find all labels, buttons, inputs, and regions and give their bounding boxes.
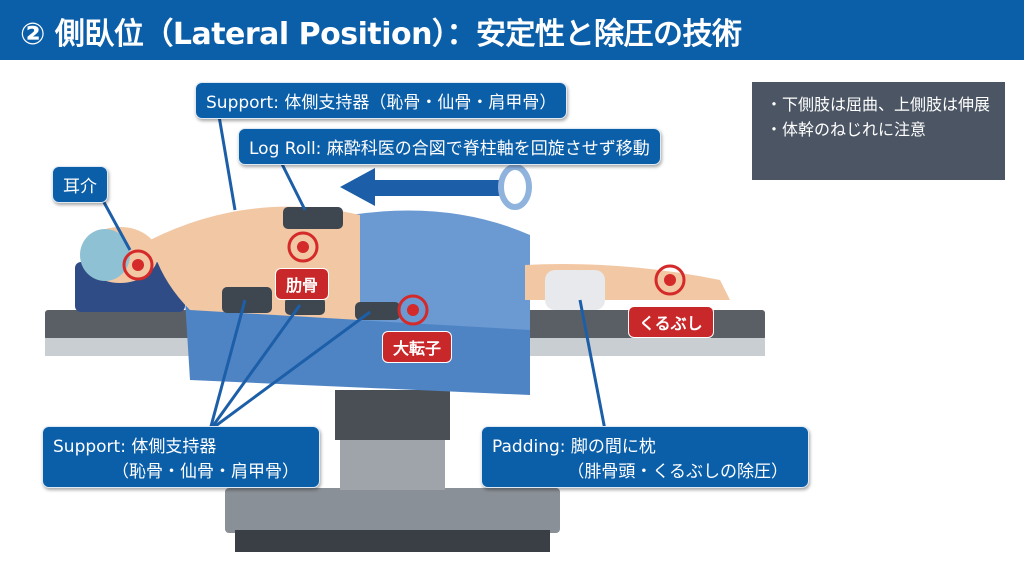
callout-support-bottom-line2: （恥骨・仙骨・肩甲骨） xyxy=(112,462,299,482)
callout-padding-line1: Padding: 脚の間に枕 xyxy=(492,437,656,457)
callout-log-roll: Log Roll: 麻酔科医の合図で脊柱軸を回旋させず移動 xyxy=(238,128,661,165)
callout-padding: Padding: 脚の間に枕 （腓骨頭・くるぶしの除圧） xyxy=(481,426,809,488)
log-roll-arrow xyxy=(340,168,500,206)
note-item: ・体幹のねじれに注意 xyxy=(766,120,927,139)
pressure-markers xyxy=(122,231,686,326)
callout-support-top: Support: 体側支持器（恥骨・仙骨・肩甲骨） xyxy=(195,82,568,119)
callout-support-bottom: Support: 体側支持器 （恥骨・仙骨・肩甲骨） xyxy=(42,426,320,488)
leader-lines xyxy=(98,109,607,432)
callout-ear: 耳介 xyxy=(52,166,108,203)
label-trochanter: 大転子 xyxy=(382,331,453,363)
leg-pillow xyxy=(545,270,605,310)
label-ankle: くるぶし xyxy=(628,306,714,338)
label-rib: 肋骨 xyxy=(275,268,330,300)
support-chest xyxy=(283,207,343,229)
page-title: ② 側臥位（Lateral Position）：安定性と除圧の技術 xyxy=(0,0,1024,60)
callout-padding-line2: （腓骨頭・くるぶしの除圧） xyxy=(567,462,788,482)
callout-support-bottom-line1: Support: 体側支持器 xyxy=(53,437,217,457)
notes-box: ・下側肢は屈曲、上側肢は伸展 ・体幹のねじれに注意 xyxy=(752,82,1005,180)
table-base xyxy=(225,488,560,533)
note-item: ・下側肢は屈曲、上側肢は伸展 xyxy=(766,95,991,114)
